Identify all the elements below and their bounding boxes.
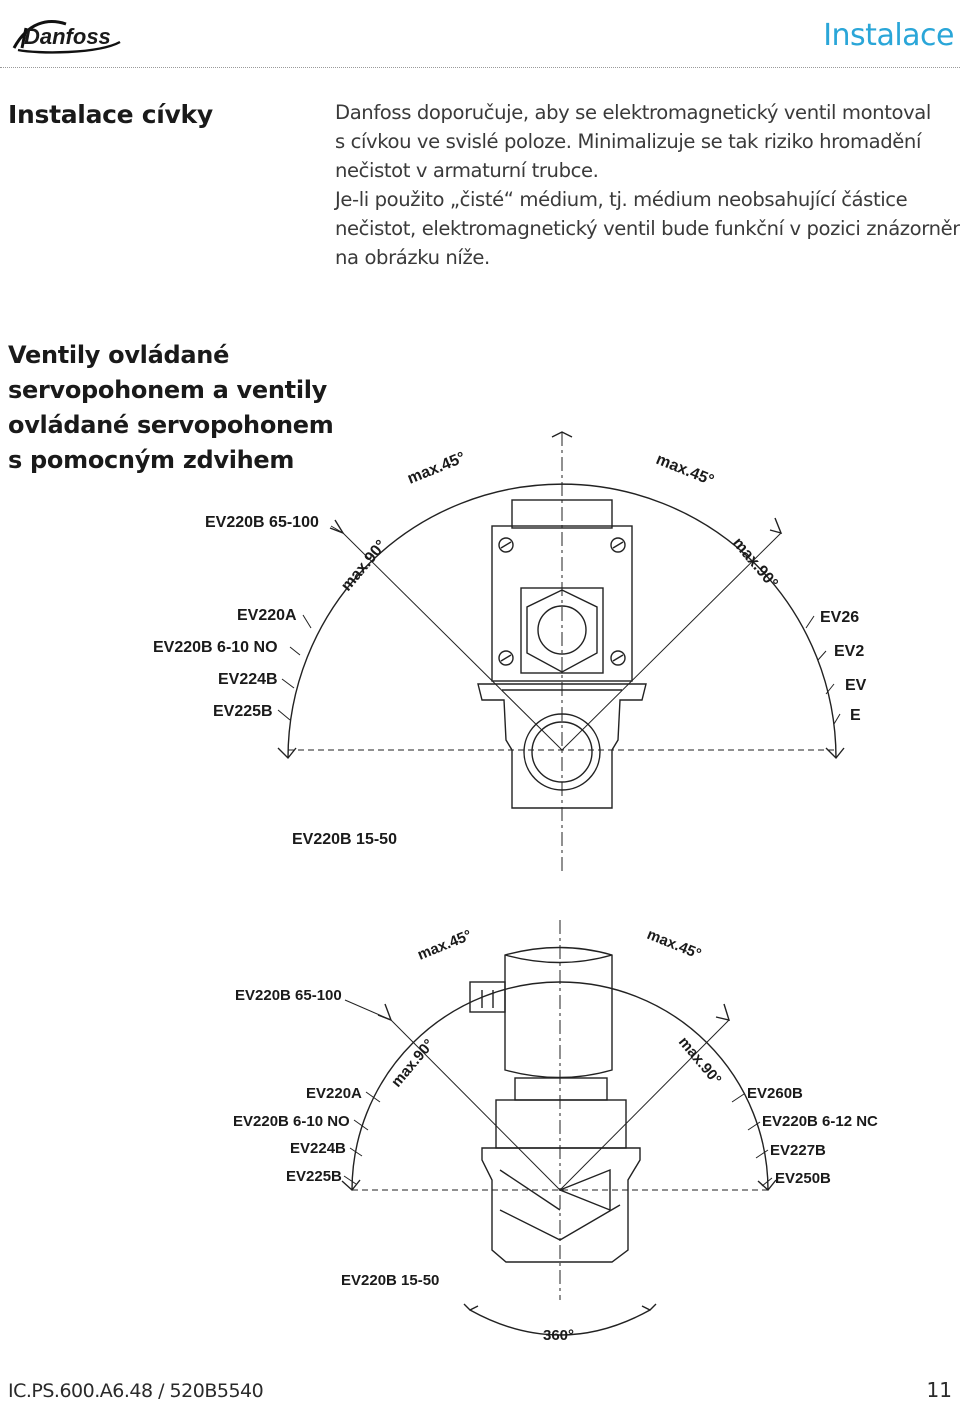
danfoss-logo: Danfoss xyxy=(12,20,121,54)
model-label-right: EV26 xyxy=(820,609,859,626)
angle-label-45-left: max.45° xyxy=(415,927,474,964)
model-label-left: EV220A xyxy=(306,1085,362,1102)
model-label-right: EV227B xyxy=(770,1142,826,1159)
angle-label-90-right: max.90° xyxy=(675,1034,725,1088)
model-label-65-100: EV220B 65-100 xyxy=(235,987,342,1004)
model-label-65-100: EV220B 65-100 xyxy=(205,514,319,531)
heading-line: servopohonem a ventily xyxy=(8,376,328,404)
coil-terminal xyxy=(469,981,506,1013)
model-label-left: EV224B xyxy=(218,671,278,688)
armature-tube xyxy=(514,1077,608,1101)
valve-body xyxy=(477,683,647,809)
intro-line: Je-li použito „čisté“ médium, tj. médium… xyxy=(335,188,908,211)
valve-body xyxy=(481,1147,641,1263)
heading-line: s pomocným zdvihem xyxy=(8,446,295,474)
model-label-right: EV2 xyxy=(834,643,864,660)
model-label-left: EV225B xyxy=(286,1168,342,1185)
model-label-bottom: EV220B 15-50 xyxy=(341,1272,439,1289)
heading-line: ovládané servopohonem xyxy=(8,411,334,439)
model-label-right: EV xyxy=(845,677,867,694)
intro-line: s cívkou ve svislé poloze. Minimalizuje … xyxy=(335,130,921,153)
valve-bonnet xyxy=(495,1099,627,1149)
intro-line: Danfoss doporučuje, aby se elektromagnet… xyxy=(335,101,931,124)
model-label-right: E xyxy=(850,707,861,724)
nut-hex xyxy=(526,589,598,673)
armature-tube xyxy=(520,587,604,674)
page-number: 11 xyxy=(926,1378,952,1402)
model-label-left: EV220B 6-10 NO xyxy=(153,639,278,656)
rotation-label: 360° xyxy=(543,1327,574,1344)
model-label-left: EV220A xyxy=(237,607,297,624)
svg-text:Danfoss: Danfoss xyxy=(24,24,111,49)
model-label-bottom: EV220B 15-50 xyxy=(292,831,397,848)
page-title: Instalace xyxy=(823,18,954,53)
header-divider xyxy=(0,67,960,68)
model-label-right: EV220B 6-12 NC xyxy=(762,1113,878,1130)
section-heading-coil: Instalace cívky xyxy=(8,100,213,129)
intro-line: na obrázku níže. xyxy=(335,246,490,269)
heading-line: Ventily ovládané xyxy=(8,341,230,369)
angle-label-45-right: max.45° xyxy=(645,926,704,963)
model-label-left: EV225B xyxy=(213,703,273,720)
intro-line: nečistot, elektromagnetický ventil bude … xyxy=(335,217,960,240)
coil-body xyxy=(504,946,613,1079)
section-heading-servo: Ventily ovládané servopohonem a ventily … xyxy=(8,338,334,478)
coil-body xyxy=(491,525,633,682)
coil-top xyxy=(511,499,613,529)
document-code: IC.PS.600.A6.48 / 520B5540 xyxy=(8,1380,264,1402)
model-label-left: EV224B xyxy=(290,1140,346,1157)
intro-paragraph: Danfoss doporučuje, aby se elektromagnet… xyxy=(335,98,960,272)
intro-line: nečistot v armaturní trubce. xyxy=(335,159,599,182)
model-label-right: EV250B xyxy=(775,1170,831,1187)
model-label-left: EV220B 6-10 NO xyxy=(233,1113,350,1130)
model-label-right: EV260B xyxy=(747,1085,803,1102)
